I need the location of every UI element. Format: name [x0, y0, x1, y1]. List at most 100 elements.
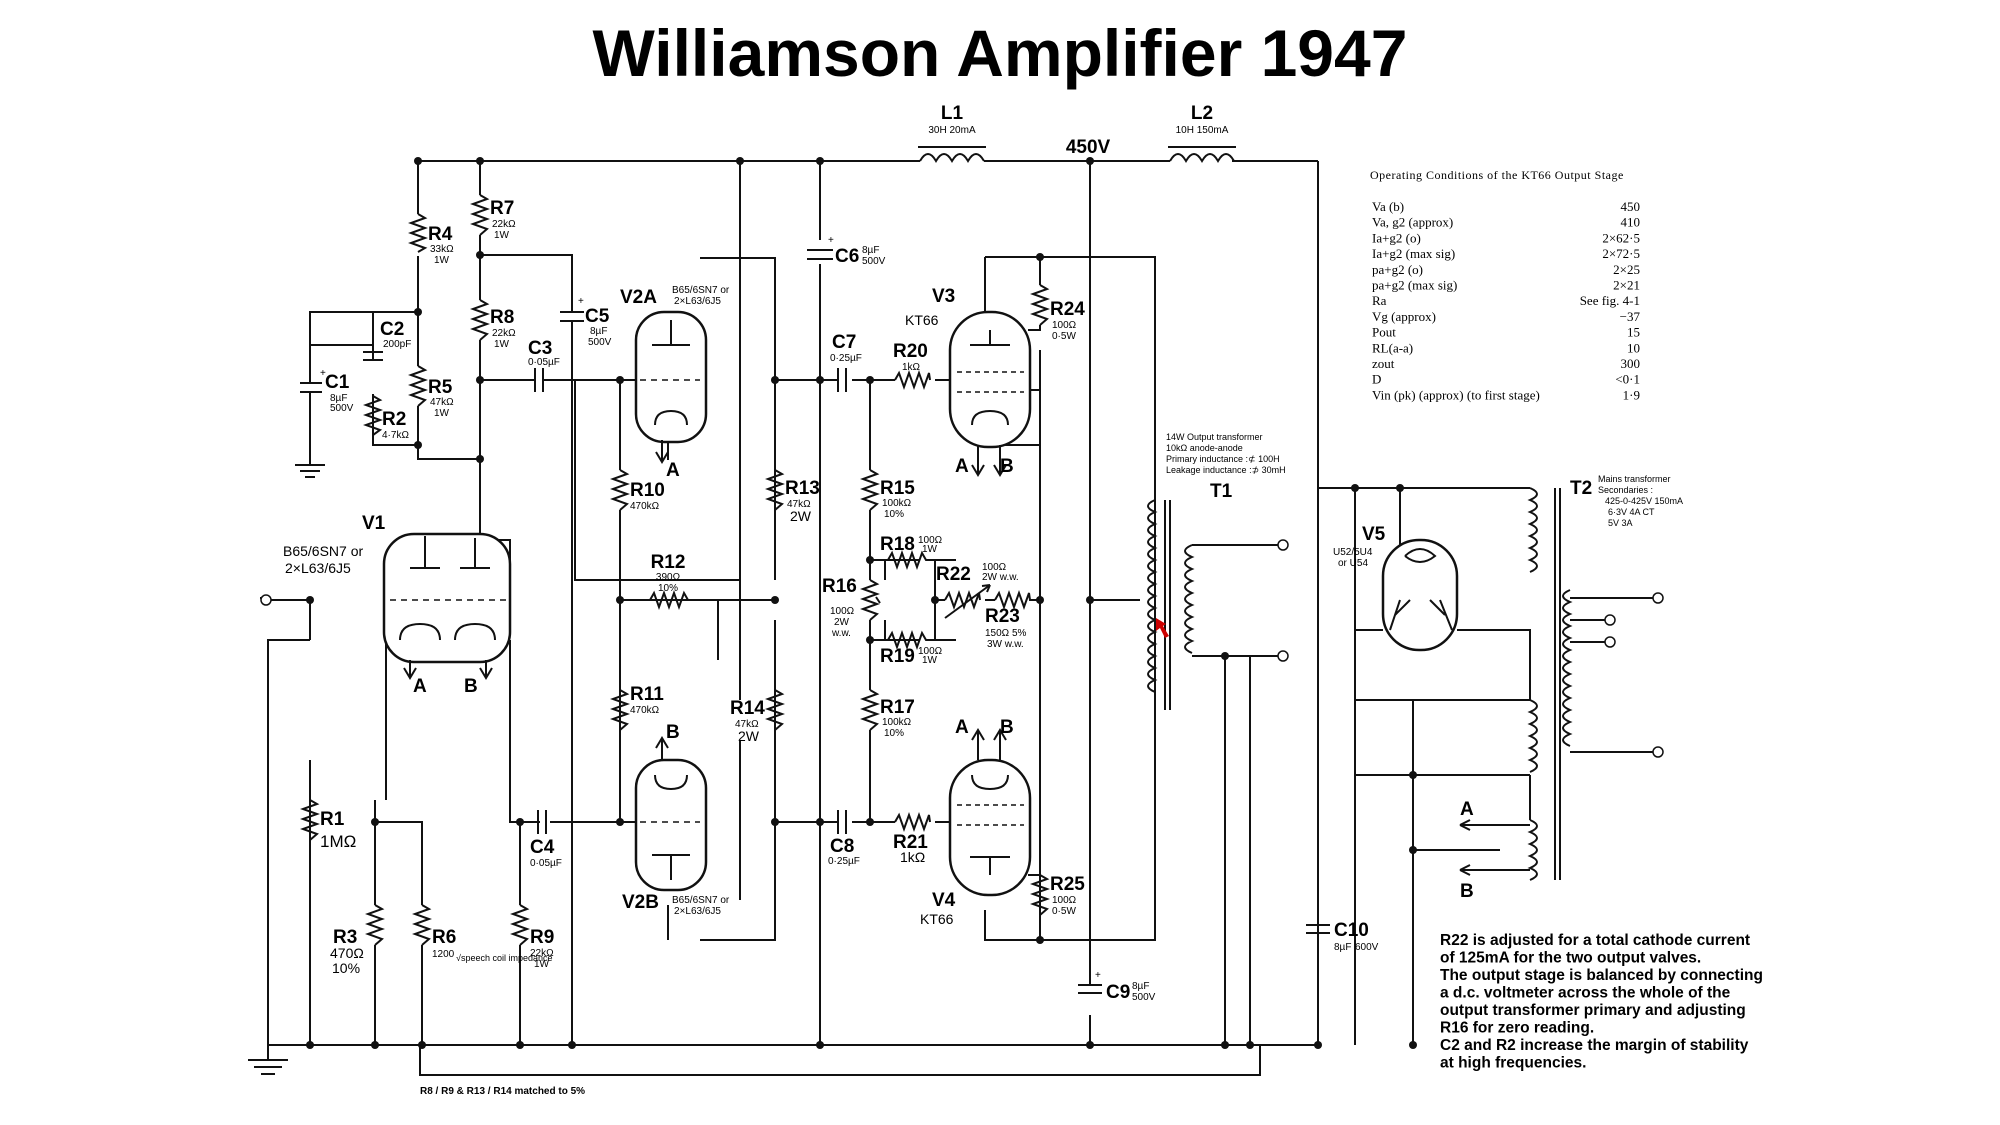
r11-value: 470kΩ — [630, 705, 660, 716]
capacitor-c1: + C1 8µF 500V — [300, 368, 354, 460]
r5-label: R5 — [428, 377, 453, 398]
r16-type: w.w. — [831, 628, 851, 639]
v1-type-1: B65/6SN7 or — [283, 543, 363, 559]
resistor-r23: R23 150Ω 5% 3W w.w. — [985, 590, 1035, 650]
r15-value: 100kΩ — [882, 498, 912, 509]
r3-value: 470Ω — [330, 945, 364, 961]
resistor-r24: R24 100Ω 0·5W — [1030, 284, 1085, 342]
t2-line-1: Mains transformer — [1598, 474, 1671, 484]
v2b-heater-b: B — [666, 722, 680, 743]
note-line: C2 and R2 increase the margin of stabili… — [1440, 1037, 1749, 1054]
v5-type-1: U52/5U4 — [1333, 547, 1373, 558]
r18-value: 100Ω — [918, 535, 943, 546]
v2b-label: V2B — [622, 892, 659, 913]
table-value: −37 — [1620, 309, 1641, 324]
resistor-r6: R6 1200 √speech coil impedance — [412, 904, 553, 963]
v3-type: KT66 — [905, 312, 939, 328]
l2-label: L2 — [1191, 103, 1213, 124]
ground-symbol — [248, 460, 325, 1075]
r11-label: R11 — [630, 684, 664, 705]
r22-power: 2W w.w. — [982, 572, 1019, 583]
c2-value: 200pF — [383, 339, 411, 350]
v4-label: V4 — [932, 890, 956, 911]
r14-power: 2W — [738, 728, 760, 744]
capacitor-c10: C10 8µF 600V — [1306, 920, 1379, 953]
c7-label: C7 — [832, 332, 856, 353]
r22-value: 100Ω — [982, 562, 1007, 573]
v2a-label: V2A — [620, 287, 657, 308]
t2-label: T2 — [1570, 478, 1592, 499]
v3-label: V3 — [932, 286, 955, 307]
v2a-type-1: B65/6SN7 or — [672, 285, 730, 296]
table-param: Va (b) — [1372, 199, 1404, 214]
c9-value: 8µF — [1132, 981, 1149, 992]
t1-line-2: 10kΩ anode-anode — [1166, 443, 1243, 453]
c10-value: 8µF — [1334, 942, 1351, 953]
r9-power: 1W — [534, 959, 550, 970]
valve-v4: A B V4 KT66 — [920, 717, 1032, 927]
table-param: Ra — [1372, 293, 1387, 308]
c9-plus: + — [1095, 970, 1101, 981]
table-value: 2×21 — [1613, 278, 1640, 293]
v2a-heater-a: A — [666, 460, 680, 481]
r9-label: R9 — [530, 927, 554, 948]
resistor-r16: R16 100Ω 2W w.w. — [822, 576, 881, 639]
table-value: See fig. 4-1 — [1580, 293, 1640, 308]
c6-value: 8µF — [862, 245, 879, 256]
r5-value: 47kΩ — [430, 397, 454, 408]
r17-value: 100kΩ — [882, 717, 912, 728]
table-heading: Operating Conditions of the KT66 Output … — [1370, 168, 1624, 182]
resistor-r18: R18 100Ω 1W — [880, 534, 943, 570]
resistor-r10: R10 470kΩ — [610, 469, 665, 512]
r10-value: 470kΩ — [630, 501, 660, 512]
resistor-r21: R21 1kΩ — [893, 812, 931, 865]
footer-note: R8 / R9 & R13 / R14 matched to 5% — [420, 1086, 585, 1097]
table-value: 450 — [1621, 199, 1641, 214]
valve-v1: A B V1 B65/6SN7 or 2×L63/6J5 — [283, 513, 512, 697]
r17-tolerance: 10% — [884, 728, 904, 739]
c10-voltage: 600V — [1355, 942, 1379, 953]
c6-voltage: 500V — [862, 256, 886, 267]
c1-value: 8µF — [330, 393, 347, 404]
v2b-type-1: B65/6SN7 or — [672, 895, 730, 906]
c5-plus: + — [578, 296, 584, 307]
note-line: at high frequencies. — [1440, 1055, 1586, 1072]
resistor-r25: R25 100Ω 0·5W — [1030, 874, 1085, 917]
resistor-r1: R1 1MΩ — [300, 799, 356, 851]
note-line: of 125mA for the two output valves. — [1440, 950, 1701, 967]
capacitor-c4: C4 0·05µF — [530, 810, 562, 869]
junction-dots — [306, 157, 1417, 1049]
resistor-r12: R12 390Ω 10% — [640, 552, 705, 610]
r4-power: 1W — [434, 255, 450, 266]
capacitor-c9: + C9 8µF 500V — [1078, 970, 1156, 1003]
r9-value: 22kΩ — [530, 948, 554, 959]
c6-plus: + — [828, 235, 834, 246]
notes-block: R22 is adjusted for a total cathode curr… — [1440, 932, 1763, 1072]
c8-value: 0·25µF — [828, 856, 860, 867]
resistor-r4: R4 33kΩ 1W — [408, 213, 454, 266]
valve-v5: V5 U52/5U4 or U54 — [1333, 524, 1459, 652]
r19-power: 1W — [922, 655, 938, 666]
resistor-r13: R13 47kΩ 2W — [765, 469, 820, 524]
r16-value: 100Ω — [830, 606, 855, 617]
c5-value: 8µF — [590, 326, 607, 337]
r8-label: R8 — [490, 307, 514, 328]
r19-value: 100Ω — [918, 646, 943, 657]
r3-tolerance: 10% — [332, 960, 360, 976]
r24-label: R24 — [1050, 299, 1085, 320]
r3-label: R3 — [333, 927, 357, 948]
r7-power: 1W — [494, 230, 510, 241]
r25-value: 100Ω — [1052, 895, 1077, 906]
table-param: pa+g2 (max sig) — [1372, 278, 1457, 293]
r24-value: 100Ω — [1052, 320, 1077, 331]
note-line: R22 is adjusted for a total cathode curr… — [1440, 932, 1750, 949]
input-terminal — [260, 594, 272, 606]
v5-type-2: or U54 — [1338, 558, 1368, 569]
c3-label: C3 — [528, 338, 552, 359]
c1-label: C1 — [325, 372, 350, 393]
c4-value: 0·05µF — [530, 858, 562, 869]
r23-value: 150Ω 5% — [985, 628, 1027, 639]
capacitor-c2: C2 200pF — [363, 312, 411, 361]
